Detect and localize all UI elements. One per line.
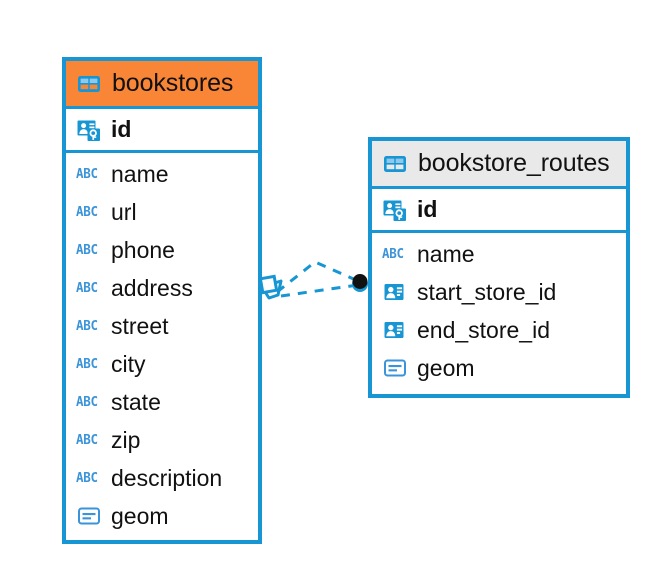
abc-icon: ABC xyxy=(76,393,98,410)
entity-title-bookstore-routes: bookstore_routes xyxy=(418,149,610,177)
field-row-name[interactable]: ABC name xyxy=(66,155,258,193)
field-row-city[interactable]: ABC city xyxy=(66,345,258,383)
abc-icon: ABC xyxy=(76,203,98,220)
foreign-key-icon xyxy=(382,279,408,305)
primary-key-icon xyxy=(76,117,102,143)
field-label-street: street xyxy=(111,312,169,339)
abc-icon: ABC xyxy=(76,165,98,182)
field-list-bookstores: ABC name ABC url ABC phone ABC address A… xyxy=(66,153,258,539)
field-label-address: address xyxy=(111,274,193,301)
entity-table-bookstores[interactable]: bookstores id xyxy=(62,57,262,544)
abc-icon: ABC xyxy=(382,245,404,262)
abc-icon: ABC xyxy=(76,317,98,334)
field-row-name[interactable]: ABC name xyxy=(372,235,626,273)
abc-icon: ABC xyxy=(76,431,98,448)
field-row-description[interactable]: ABC description xyxy=(66,459,258,497)
field-row-start-store-id[interactable]: start_store_id xyxy=(372,273,626,311)
field-row-primary-key[interactable]: id xyxy=(66,109,258,153)
field-label-state: state xyxy=(111,388,161,415)
field-row-street[interactable]: ABC street xyxy=(66,307,258,345)
primary-key-icon xyxy=(382,197,408,223)
table-icon xyxy=(76,71,102,97)
field-row-phone[interactable]: ABC phone xyxy=(66,231,258,269)
field-label-id: id xyxy=(417,196,438,222)
field-label-id: id xyxy=(111,116,132,142)
entity-header-bookstore-routes[interactable]: bookstore_routes xyxy=(372,141,626,189)
abc-icon: ABC xyxy=(76,279,98,296)
entity-header-bookstores[interactable]: bookstores xyxy=(66,61,258,109)
field-label-phone: phone xyxy=(111,236,175,263)
field-label-url: url xyxy=(111,198,137,225)
field-label-end-store-id: end_store_id xyxy=(417,316,550,343)
field-label-zip: zip xyxy=(111,426,141,453)
field-row-end-store-id[interactable]: end_store_id xyxy=(372,311,626,349)
table-icon xyxy=(382,151,408,177)
diamond-marker xyxy=(258,274,283,300)
abc-icon: ABC xyxy=(76,355,98,372)
field-row-zip[interactable]: ABC zip xyxy=(66,421,258,459)
relationship-line-lower xyxy=(280,283,359,298)
geometry-icon xyxy=(382,355,408,381)
filled-circle-marker xyxy=(352,274,368,292)
foreign-key-icon xyxy=(382,317,408,343)
field-label-start-store-id: start_store_id xyxy=(417,278,557,305)
abc-icon: ABC xyxy=(76,469,98,486)
field-list-bookstore-routes: ABC name start_store_id xyxy=(372,233,626,391)
field-row-primary-key[interactable]: id xyxy=(372,189,626,233)
field-label-geom: geom xyxy=(111,502,169,529)
field-label-geom: geom xyxy=(417,354,475,381)
field-label-description: description xyxy=(111,464,223,491)
field-row-address[interactable]: ABC address xyxy=(66,269,258,307)
field-row-geom[interactable]: geom xyxy=(66,497,258,535)
field-label-name: name xyxy=(417,240,475,267)
entity-title-bookstores: bookstores xyxy=(112,69,234,97)
field-row-state[interactable]: ABC state xyxy=(66,383,258,421)
field-row-url[interactable]: ABC url xyxy=(66,193,258,231)
field-label-name: name xyxy=(111,160,169,187)
geometry-icon xyxy=(76,503,102,529)
relationship-line-upper xyxy=(276,260,359,294)
abc-icon: ABC xyxy=(76,241,98,258)
relationship-connector[interactable] xyxy=(255,240,385,320)
field-row-geom[interactable]: geom xyxy=(372,349,626,387)
field-label-city: city xyxy=(111,350,146,377)
entity-table-bookstore-routes[interactable]: bookstore_routes id xyxy=(368,137,630,398)
